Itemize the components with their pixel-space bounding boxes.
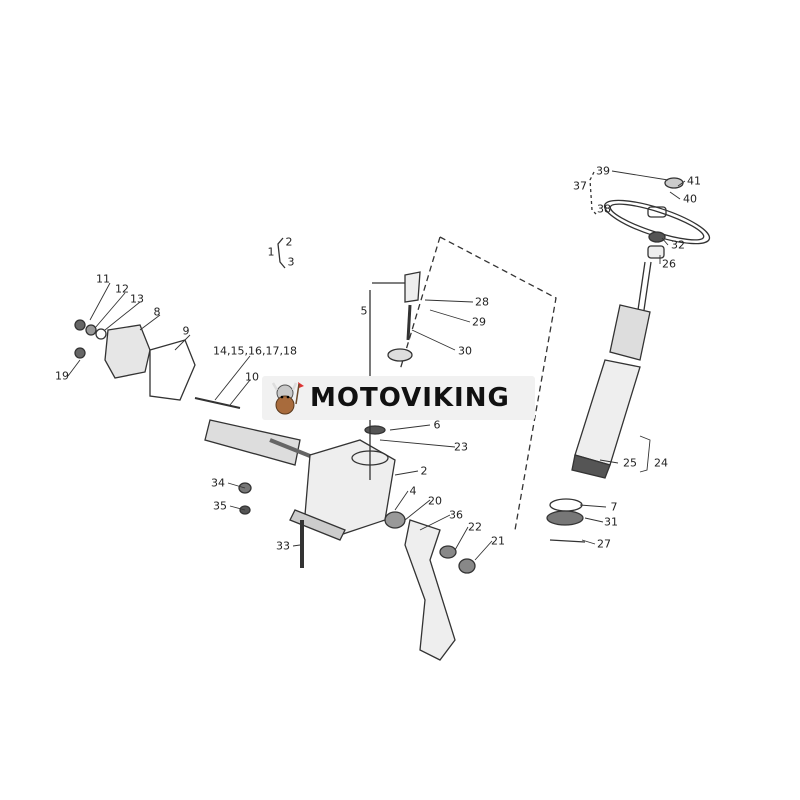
callout-1: 1	[267, 245, 275, 259]
callout-13: 13	[130, 292, 144, 306]
callout-7: 7	[610, 500, 618, 514]
callout-28: 28	[475, 295, 489, 309]
callout-1-sub-2: 2	[285, 235, 293, 249]
callout-41: 41	[687, 174, 701, 188]
group-boundary	[399, 236, 557, 531]
callout-37: 37	[573, 179, 587, 193]
bolt-19	[74, 347, 86, 359]
callout-1-sub-3: 3	[287, 255, 295, 269]
callout-36: 36	[449, 508, 463, 522]
callout-22: 22	[468, 520, 482, 534]
callout-5: 5	[360, 304, 368, 318]
shaft-5	[404, 271, 421, 303]
callout-38: 38	[597, 202, 611, 216]
hub	[647, 206, 667, 218]
column-upper	[609, 304, 651, 361]
callout-19: 19	[55, 369, 69, 383]
callout-40: 40	[683, 192, 697, 206]
washer-22	[439, 545, 457, 559]
callout-25: 25	[623, 456, 637, 470]
callout-10: 10	[245, 370, 259, 384]
callout-12: 12	[115, 282, 129, 296]
brand-watermark: MOTOVIKING	[262, 376, 535, 420]
seal-7	[549, 498, 583, 512]
cover-8	[104, 324, 151, 379]
column-tube	[574, 359, 641, 466]
callout-33: 33	[276, 539, 290, 553]
pitman-arm	[404, 519, 456, 661]
nut-31	[546, 510, 584, 526]
callout-23: 23	[454, 440, 468, 454]
bearing-20	[384, 511, 406, 529]
callout-32: 32	[671, 238, 685, 252]
seal-6	[364, 425, 386, 435]
callout-29: 29	[472, 315, 486, 329]
callout-27: 27	[597, 537, 611, 551]
column-bearing	[571, 454, 611, 479]
callout-9: 9	[182, 324, 190, 338]
callout-24: 24	[654, 456, 668, 470]
callout-8: 8	[153, 305, 161, 319]
callout-21: 21	[491, 534, 505, 548]
viking-mascot-icon	[271, 382, 304, 415]
callout-31: 31	[604, 515, 618, 529]
pin-27	[549, 539, 586, 543]
callout-26: 26	[662, 257, 676, 271]
callout-35: 35	[213, 499, 227, 513]
bracket-1	[277, 237, 286, 269]
gasket-9	[149, 339, 196, 401]
brand-name: MOTOVIKING	[310, 383, 510, 413]
callout-2: 2	[420, 464, 428, 478]
nut-32	[648, 231, 666, 243]
callout-4: 4	[409, 484, 417, 498]
callout-11: 11	[96, 272, 110, 286]
bracket-37	[589, 171, 597, 215]
nut-21	[458, 558, 476, 574]
callout-14-18: 14,15,16,17,18	[213, 344, 297, 358]
callout-39: 39	[596, 164, 610, 178]
bush-26	[647, 245, 665, 259]
callout-6: 6	[433, 418, 441, 432]
callout-20: 20	[428, 494, 442, 508]
worm-shaft	[204, 419, 301, 466]
callout-30: 30	[458, 344, 472, 358]
callout-34: 34	[211, 476, 225, 490]
